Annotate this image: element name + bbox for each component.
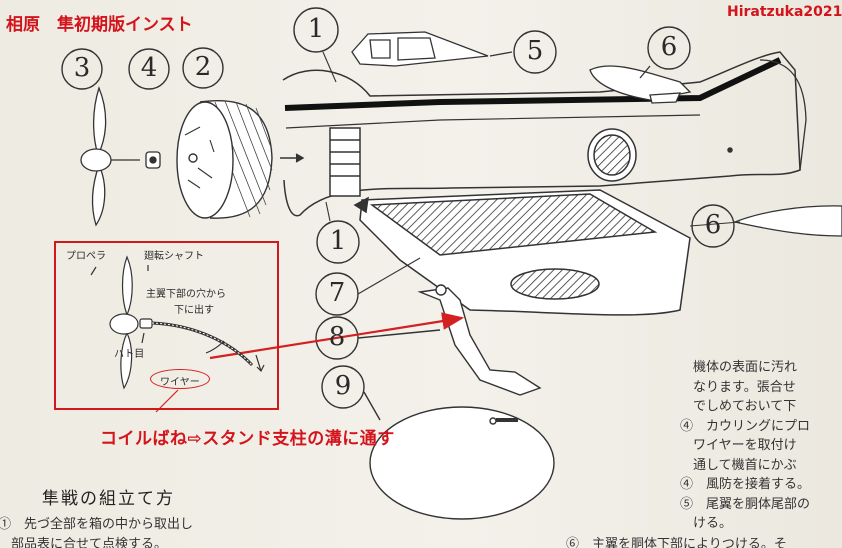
left-instructions: ① 先づ全部を箱の中から取出し 部品表に合せて点検する。 — [0, 515, 193, 548]
right-instructions: 機体の表面に汚れ なります。張合せ でしめておいて下 ④ カウリングにプロ ワイ… — [680, 358, 810, 534]
instruction-line: ける。 — [680, 516, 733, 531]
leader-lines — [322, 51, 741, 295]
canopy-drawing — [351, 31, 513, 67]
inset-label-wire: ワイヤー — [160, 377, 200, 388]
instruction-line: ⑤ 尾翼を胴体尾部の — [680, 496, 811, 512]
instruction-line: 通して機首にかぶ — [680, 457, 797, 473]
part-number-4: 4 — [140, 53, 158, 83]
tailplane-right-drawing — [732, 205, 842, 237]
part-circle-1-top — [293, 7, 339, 53]
part-circle-1-bottom — [316, 220, 360, 264]
instruction-line-6: ⑥ 主翼を胴体下部によりつける。そ — [566, 537, 787, 548]
stand-base-drawing — [363, 391, 555, 520]
credit-text: Hiratzuka2021 — [727, 4, 842, 20]
instruction-line: ワイヤーを取付け — [680, 438, 797, 453]
part-number-9: 9 — [334, 371, 352, 401]
inset-label-hole-line1: 主翼下部の穴から — [146, 289, 226, 300]
inset-label-shaft: 廻転シャフト — [144, 251, 204, 262]
part-circle-5 — [513, 30, 557, 74]
part-circle-4 — [128, 48, 170, 90]
part-number-circles — [61, 7, 735, 409]
part-number-3: 3 — [73, 53, 91, 83]
main-wing-drawing — [353, 189, 691, 316]
instruction-line: 機体の表面に汚れ — [680, 360, 798, 375]
propeller-drawing — [80, 86, 140, 227]
instruction-line: なります。張合せ — [680, 379, 796, 395]
cowling-drawing — [176, 100, 305, 219]
inset-box: プロペラ 廻転シャフト 主翼下部の穴から 下に出す ハト目 ワイヤー — [54, 241, 279, 410]
wire-highlight-ellipse — [150, 369, 210, 389]
instruction-line: ① 先づ全部を箱の中から取出し — [0, 517, 194, 532]
inset-label-grommet: ハト目 — [114, 349, 145, 360]
instruction-line: ④ カウリングにプロ — [680, 418, 811, 434]
part-circle-6-top — [647, 26, 691, 70]
part-number-2: 2 — [194, 52, 212, 82]
part-number-6-top: 6 — [660, 32, 678, 62]
inset-label-hole-line2: 下に出す — [174, 305, 214, 316]
part-number-7: 7 — [328, 278, 346, 308]
instruction-line: ④ 風防を接着する。 — [680, 477, 811, 492]
coil-spring-annotation: コイルばね⇨スタンド支柱の溝に通す — [100, 429, 395, 449]
part-circle-2 — [182, 47, 224, 89]
inset-label-propeller: プロペラ — [66, 251, 106, 262]
washer-drawing — [145, 151, 161, 169]
part-circle-9 — [321, 365, 365, 409]
part-number-5: 5 — [526, 36, 544, 66]
part-number-1-bottom: 1 — [329, 226, 347, 256]
page-title: 相原 隼初期版インスト — [6, 15, 193, 35]
tailplane-top-drawing — [589, 65, 692, 104]
assembly-heading: 隼戦の組立て方 — [42, 489, 175, 509]
fuselage-drawing — [282, 51, 807, 217]
part-circle-3 — [61, 48, 103, 90]
part-number-6-right: 6 — [704, 210, 722, 240]
part-number-1-top: 1 — [307, 14, 325, 44]
red-arrow — [209, 312, 465, 360]
part-number-8: 8 — [328, 322, 346, 352]
instruction-line: でしめておいて下 — [680, 399, 797, 414]
instruction-line: 部品表に合せて点検する。 — [0, 536, 168, 548]
inset-propeller-diagram — [90, 255, 265, 390]
